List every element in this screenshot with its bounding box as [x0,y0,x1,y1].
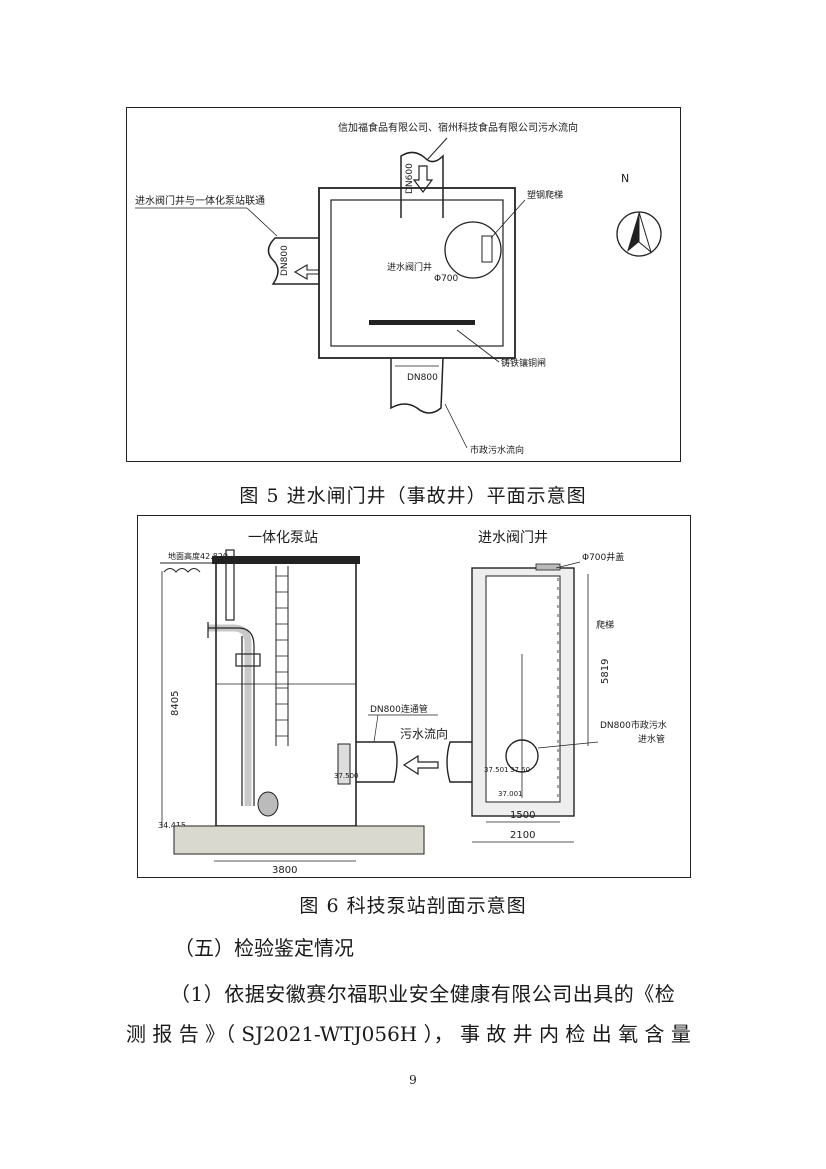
depth-dim: 5819 [600,659,611,684]
ladder-label: 爬梯 [596,619,614,631]
figure-5-plan-diagram: 信加福食品有限公司、宿州科技食品有限公司污水流向 DN600 DN800 进水阀… [126,107,681,462]
pump-icon [257,791,279,817]
figure-6-caption: 图 6 科技泵站剖面示意图 [299,895,527,917]
pump-station-title: 一体化泵站 [248,530,318,546]
manhole-circle [444,221,502,279]
valve-icon [235,653,261,667]
paragraph-line-1: （1）依据安徽赛尔福职业安全健康有限公司出具的《检 [170,982,676,1006]
city-pipe-label-1: DN800市政污水 [600,719,667,731]
ladder-label: 塑钢爬梯 [527,189,563,201]
top-flow-label: 信加福食品有限公司、宿州科技食品有限公司污水流向 [338,121,578,134]
inner-width-dim: 1500 [510,810,535,821]
bottom-flow-label: 市政污水流向 [470,444,524,456]
plan-drawing: 信加福食品有限公司、宿州科技食品有限公司污水流向 DN600 DN800 进水阀… [135,121,662,456]
height-dim: 8405 [170,691,181,716]
well-outer-wall [318,187,516,359]
flow-dir-label: 污水流向 [400,726,448,741]
pipe-left-label: DN800 [280,245,290,276]
connect-label: 进水阀门井与一体化泵站联通 [135,194,265,207]
city-pipe-label-2: 进水管 [638,733,665,745]
gate-bar [369,320,475,325]
ladder-rungs [276,575,288,737]
manhole-label: Φ700 [434,274,459,284]
figure-5-caption: 图 5 进水闸门井（事故井）平面示意图 [239,485,587,507]
elev-d: 37.001 [498,790,523,798]
outer-width-dim: 2100 [510,830,535,841]
width-pump-dim: 3800 [272,865,297,876]
manhole-label: Φ700井盖 [582,551,624,563]
pipe-bottom-label: DN800 [407,373,438,383]
bottom-elev-label: 34.415 [158,821,186,830]
arrow-down-icon [412,165,434,193]
ground-elev-label: 地面高度42.820 [168,551,228,561]
figure-6-section-diagram: 一体化泵站 进水阀门井 地面高度42.820 8405 34.415 [137,515,691,878]
page-number: 9 [409,1073,417,1087]
section-drawing: 一体化泵站 进水阀门井 地面高度42.820 8405 34.415 [158,530,667,876]
north-label: N [621,172,629,185]
elev-a: 37.500 [334,772,359,780]
base-slab [173,825,425,855]
well-label: 进水阀门井 [387,261,432,273]
elev-c: 37.50 [510,766,530,774]
section-heading: （五）检验鉴定情况 [174,936,354,960]
arrow-left-icon [402,754,439,776]
valve-well-title: 进水阀门井 [478,530,548,546]
arrow-left-icon [293,264,320,280]
pipe-top-label: DN600 [405,163,415,194]
paragraph-line-2: 测 报 告 》（ SJ2021-WTJ056H ）， 事 故 井 内 检 出 氧… [126,1022,691,1046]
elev-b: 37.501 [484,766,509,774]
connect-pipe-label: DN800连通管 [370,703,428,715]
gate-label: 铸铁镶铜闸 [501,357,546,369]
city-pipe-circle [505,739,539,773]
pump-station-shell [215,561,357,827]
